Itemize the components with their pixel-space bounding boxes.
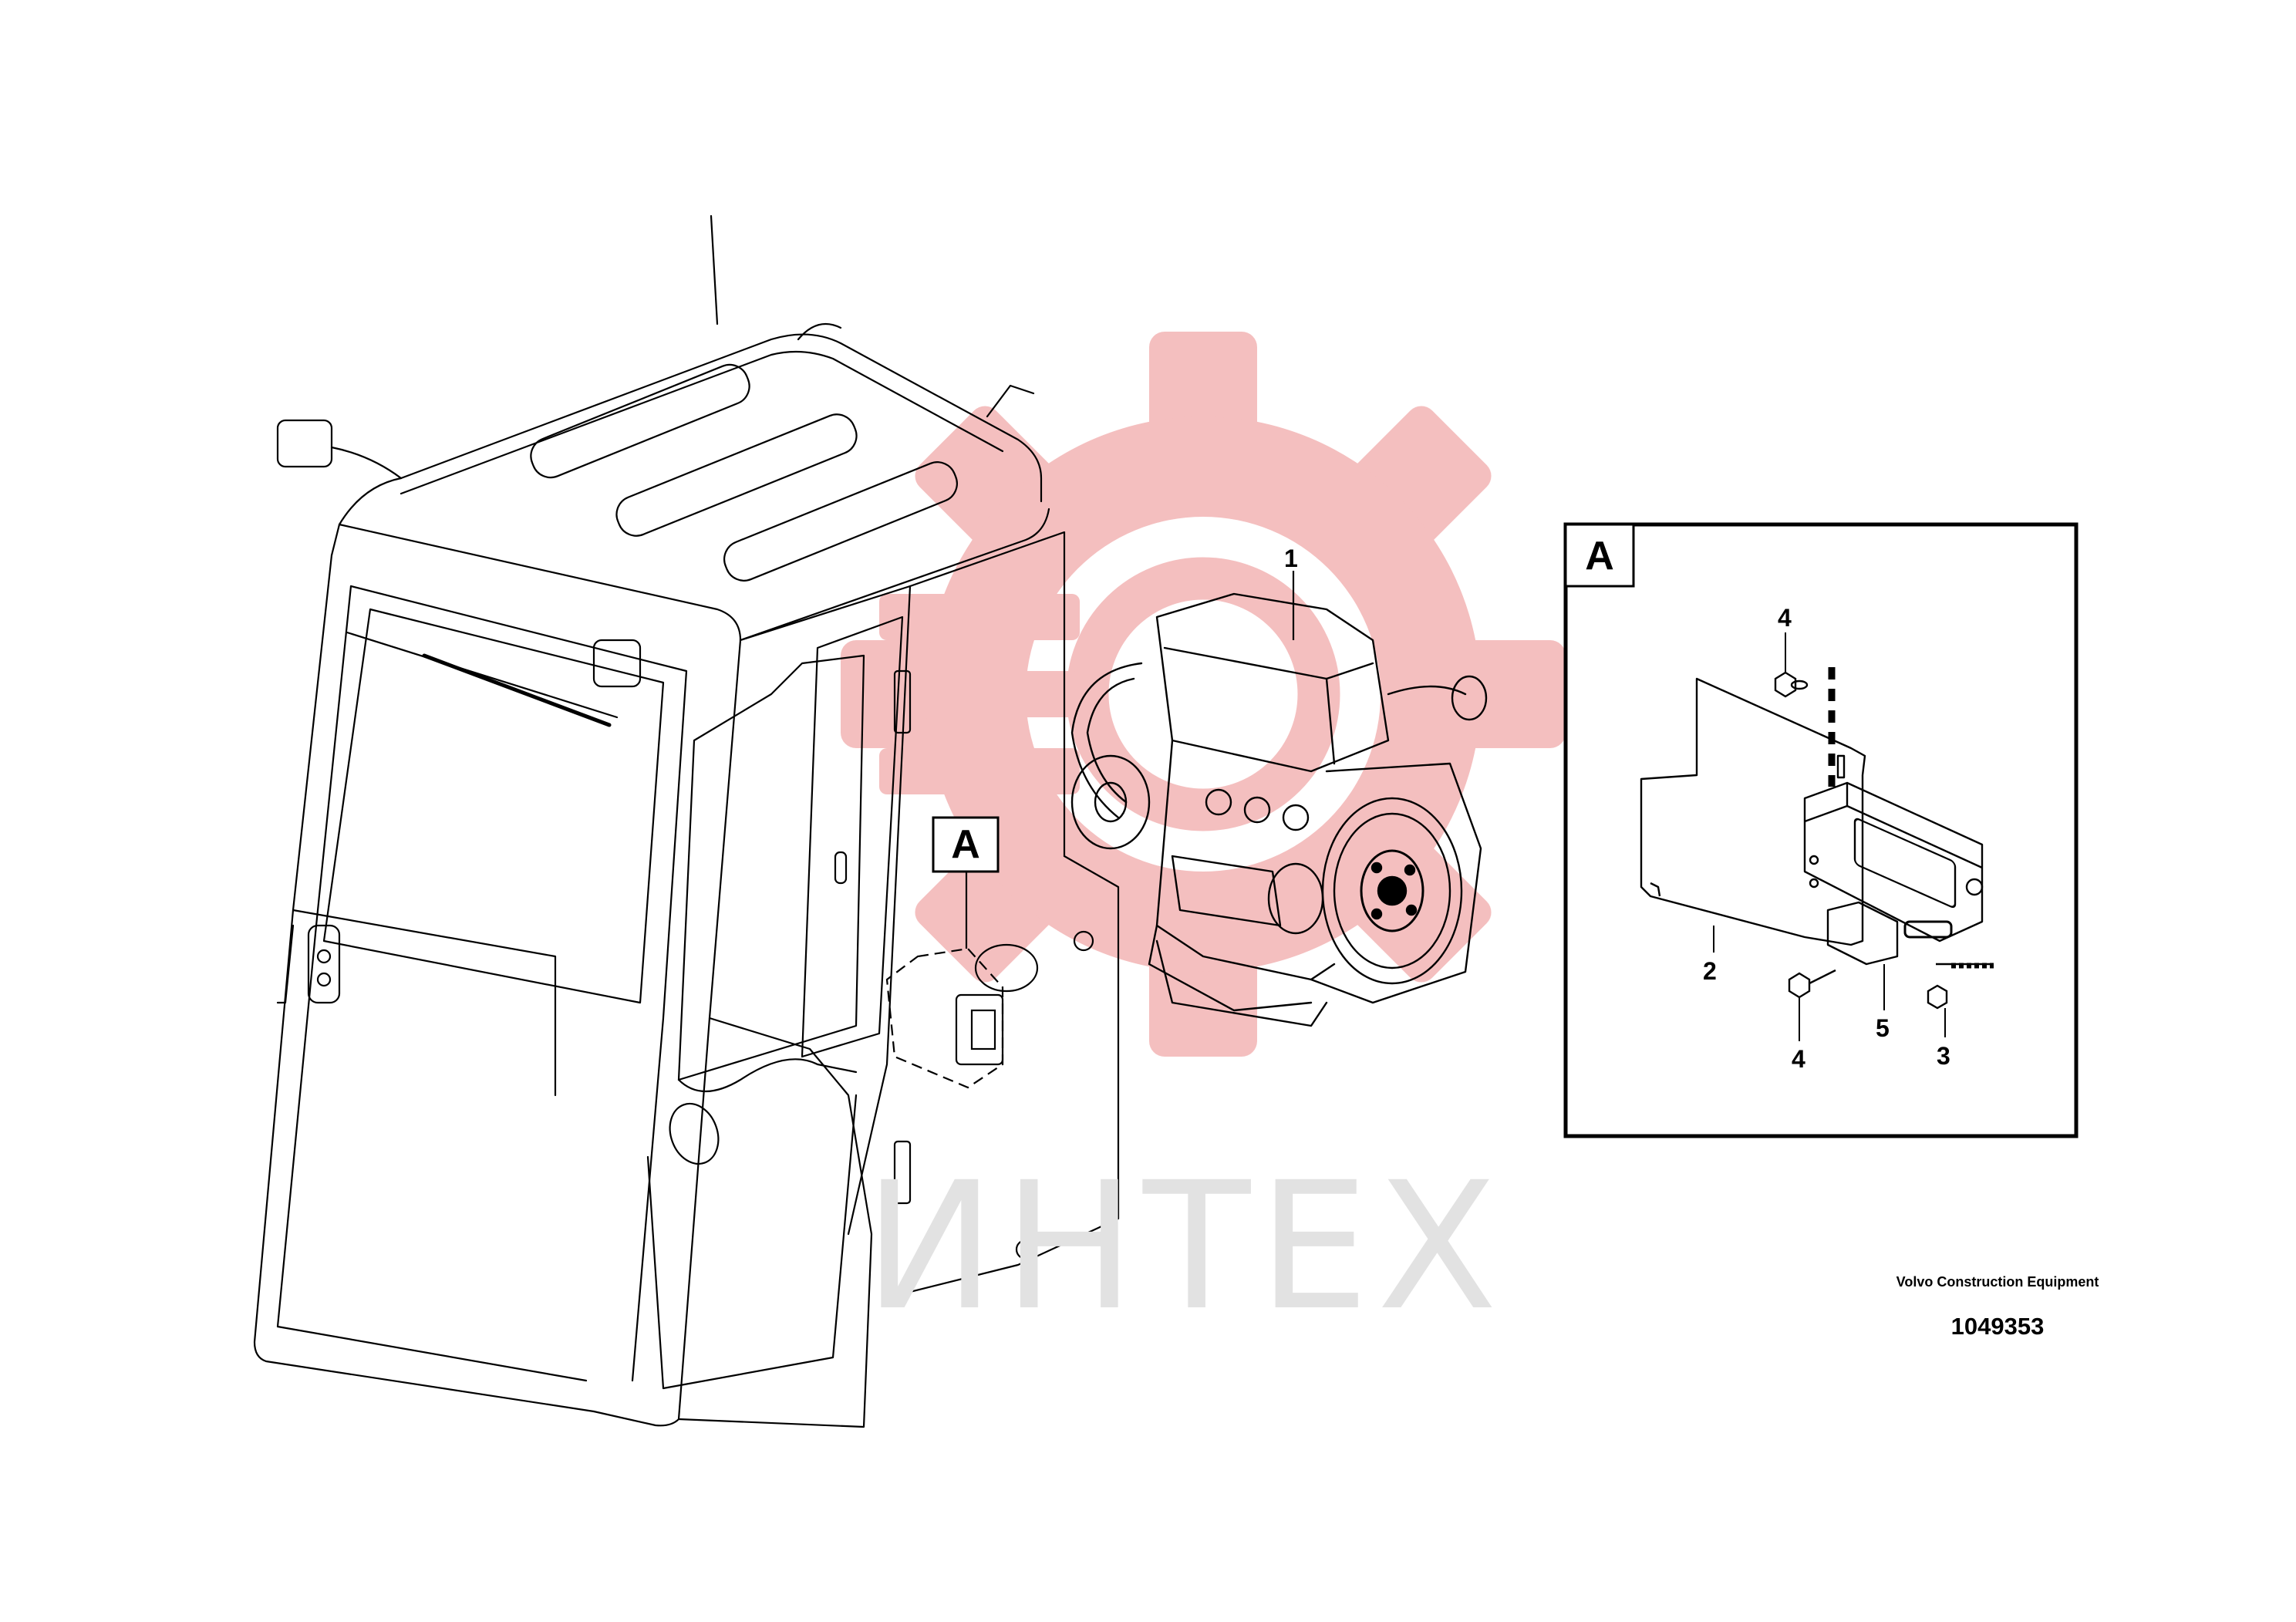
detail-view-a: A [1563, 522, 2079, 1138]
engine-callout-label: 1 [1284, 545, 1298, 572]
part-label-bolt-top: 4 [1778, 604, 1792, 632]
detail-marker-label: A [951, 822, 980, 867]
detail-marker-box: A [932, 816, 1000, 873]
part-label-bolt-bottom: 4 [1792, 1045, 1805, 1073]
detail-leaders [1713, 632, 1946, 1041]
watermark-text: ИНТЕХ [864, 1144, 1505, 1349]
publisher-name: Volvo Construction Equipment [1896, 1274, 2099, 1290]
watermark-gear-icon [841, 332, 1566, 1057]
drawing-number: 1049353 [1950, 1313, 2045, 1340]
callout-leaders [965, 571, 1295, 949]
part-label-module: 5 [1876, 1014, 1890, 1042]
engine-illustration [1070, 592, 1488, 1027]
mount-location-outline [885, 943, 1039, 1089]
part-label-screw: 3 [1937, 1042, 1950, 1070]
bolt-bottom [1788, 969, 1836, 999]
screw [1927, 963, 1994, 1010]
part-label-plate: 2 [1703, 957, 1717, 985]
control-module [1803, 781, 1984, 966]
cab-illustration [253, 214, 1120, 1428]
detail-view-label: A [1585, 534, 1614, 578]
